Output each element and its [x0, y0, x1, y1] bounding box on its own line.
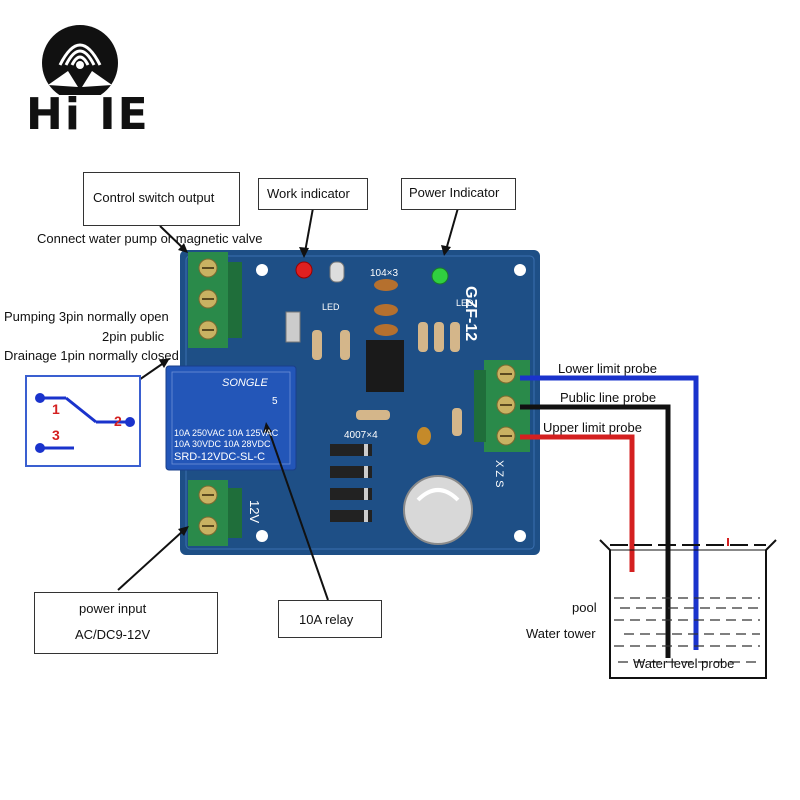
lower-limit-probe-label: Lower limit probe: [558, 361, 657, 376]
relay-body: [165, 365, 297, 471]
work-indicator-callout: Work indicator: [258, 178, 368, 210]
pin1-label: Drainage 1pin normally closed: [4, 348, 179, 363]
relay-model: SRD-12VDC-SL-C: [174, 451, 266, 463]
ic-chip: [366, 340, 404, 392]
pin2-label: 2pin public: [102, 329, 165, 344]
brand-logo: Hi IE: [20, 15, 150, 140]
schematic-pin-1: 1: [52, 401, 60, 417]
water-level-probe-label: Water level probe: [633, 656, 735, 671]
capacitor-label: 104×3: [370, 268, 399, 279]
relay-pin-number: 5: [272, 396, 278, 407]
relay-brand: SONGLE: [222, 377, 268, 389]
voltage-label: 12V: [247, 500, 262, 524]
connect-pump-label: Connect water pump or magnetic valve: [37, 231, 263, 246]
public-line-wire: [520, 404, 671, 658]
logo-text: Hi IE: [26, 89, 150, 140]
logo-emblem-icon: [42, 25, 118, 95]
work-led-label: LED: [322, 302, 340, 312]
power-led: [431, 267, 449, 285]
schematic-pin-2: 2: [114, 413, 122, 429]
relay-rating-1: 10A 250VAC 10A 125VAC: [174, 428, 279, 438]
power-led-label: LED: [456, 298, 474, 308]
relay-rating-2: 10A 30VDC 10A 28VDC: [174, 439, 271, 449]
lower-limit-wire: [520, 375, 699, 650]
diode-label: 4007×4: [344, 430, 378, 441]
upper-limit-probe-label: Upper limit probe: [543, 420, 642, 435]
relay-callout: 10A relay: [278, 600, 382, 638]
upper-limit-wire: [520, 434, 635, 572]
electrolytic-capacitor: [403, 475, 473, 545]
schematic-pin-3: 3: [52, 427, 60, 443]
public-line-probe-label: Public line probe: [560, 390, 657, 405]
power-input-callout: power input AC/DC9-12V: [34, 592, 218, 654]
pin3-label: Pumping 3pin normally open: [4, 309, 169, 324]
control-switch-callout: Control switch output: [83, 172, 240, 226]
work-led: [295, 261, 313, 279]
terminal-letters: X Z S: [493, 460, 505, 488]
power-indicator-callout: Power Indicator: [401, 178, 516, 210]
water-tower-label: Water tower: [526, 626, 596, 641]
water-tank: [599, 539, 777, 679]
board-model: GZF-12: [462, 286, 479, 342]
pool-label: pool: [572, 600, 597, 615]
